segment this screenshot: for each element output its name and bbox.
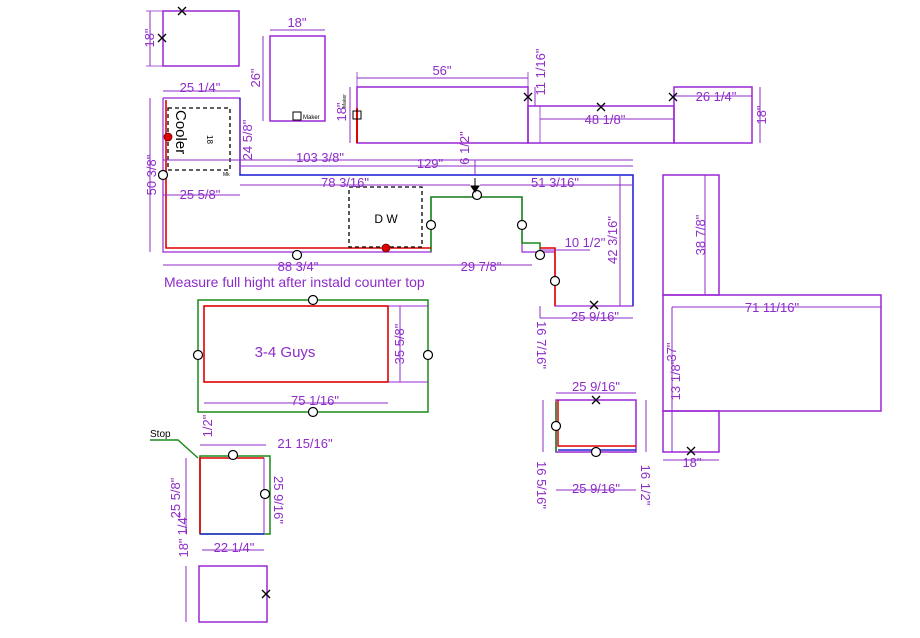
box-48-1-8: 48 1/8" <box>527 105 675 144</box>
dim-25-1-4: 25 1/4" <box>180 80 221 95</box>
dim-29-7-8: 29 7/8" <box>461 259 502 274</box>
dw-label: D W <box>374 212 398 226</box>
circle-marker-icon <box>550 420 602 458</box>
dim-75-1-16: 75 1/16" <box>291 393 339 408</box>
dim-18-small: 18" <box>334 102 349 121</box>
maker-icon-2 <box>352 110 362 120</box>
dim-26: 26" <box>248 68 263 87</box>
x-mark-icon <box>589 300 599 310</box>
maker-icon <box>292 111 302 121</box>
island: 35 5/8" 75 1/16" 3-4 Guys 1/2" <box>192 294 434 437</box>
dim-24-5-8: 24 5/8" <box>240 119 255 160</box>
dim-48-1-8: 48 1/8" <box>585 112 626 127</box>
circle-marker-icon <box>227 449 271 500</box>
dim-25-9-16-c: 25 9/16" <box>271 476 286 524</box>
maker-label-2: Maker <box>342 94 348 108</box>
dim-25-9-16-b: 25 9/16" <box>572 379 620 394</box>
box-56: 56" 18" Maker 11 1/16" <box>334 48 548 144</box>
dim-25-9-16-a: 25 9/16" <box>571 309 619 324</box>
stop-piece: Stop 21 15/16" 25 5/8" 1/4" 25 9/16" 22 … <box>150 429 333 555</box>
x-mark-icon <box>523 92 678 112</box>
box-26-1-4: 26 1/4" 18" <box>673 86 769 144</box>
dim-11-1-16: 11 1/16" <box>533 48 548 95</box>
dim-18-tl: 18" <box>142 28 157 47</box>
dim-50-3-8: 50 3/8" <box>144 154 159 195</box>
x-mark-icon <box>686 446 696 456</box>
dim-42-3-16: 42 3/16" <box>605 216 620 264</box>
dim-38-7-8: 38 7/8" <box>693 214 708 255</box>
cooler-label: Cooler <box>172 110 189 154</box>
dim-71-11-16: 71 11/16" <box>745 300 800 315</box>
stop-label: Stop <box>150 429 171 440</box>
dim-13-1-8: 13 1/8" <box>668 359 683 400</box>
dim-129: 129" <box>417 156 444 171</box>
dim-10-1-2: 10 1/2" <box>565 235 606 250</box>
circle-marker-icon <box>192 294 434 418</box>
dim-25-5-8: 25 5/8" <box>180 187 221 202</box>
dim-18-bottom: 18" <box>176 538 191 557</box>
dim-35-5-8: 35 5/8" <box>392 323 407 364</box>
dim-18-bottom-right: 18" <box>682 455 701 470</box>
dim-16-1-2: 16 1/2" <box>638 465 653 506</box>
dim-22-1-4: 22 1/4" <box>214 540 255 555</box>
dim-78-3-16: 78 3/16" <box>321 175 369 190</box>
circle-marker-icon <box>157 169 561 287</box>
dim-1-2: 1/2" <box>200 414 215 437</box>
dim-103-3-8: 103 3/8" <box>296 150 344 165</box>
x-mark-icon <box>261 589 271 599</box>
dim-51-3-16: 51 3/16" <box>531 175 579 190</box>
small-piece: 25 9/16" 16 5/16" 16 1/2" 25 9/16" <box>534 379 653 509</box>
right-t-piece: 38 7/8" 71 11/16" 13 1/8" 37" 18" <box>662 174 882 470</box>
note-measure: Measure full hight after instald counter… <box>164 274 425 290</box>
main-counter-dimensions <box>149 90 633 319</box>
cooler-sub: 18 <box>205 135 214 144</box>
x-mark-icon <box>157 6 187 43</box>
x-mark-icon <box>591 395 601 405</box>
mk-small: Mk <box>223 172 230 178</box>
dim-1-4: 1/4" <box>175 512 190 535</box>
main-counter-dim-text: 25 1/4" 24 5/8" 103 3/8" 129" 6 1/2" 50 … <box>144 80 620 369</box>
box-18x26: 18" 26" Maker <box>248 15 326 122</box>
dim-25-5-8-b: 25 5/8" <box>168 477 183 518</box>
dim-56: 56" <box>432 63 451 78</box>
island-label: 3-4 Guys <box>255 344 316 361</box>
dim-21-15-16: 21 15/16" <box>277 436 333 451</box>
dim-26-1-4: 26 1/4" <box>696 89 737 104</box>
dim-6-1-2: 6 1/2" <box>457 131 472 165</box>
stop-arrow-icon <box>470 178 480 193</box>
dim-25-9-16-d: 25 9/16" <box>572 481 620 496</box>
red-dot-icon <box>163 132 391 253</box>
box-bottom: 18" <box>176 538 271 623</box>
dim-18-top: 18" <box>287 15 306 30</box>
dim-16-7-16: 16 7/16" <box>534 321 549 369</box>
dim-37: 37" <box>664 342 679 361</box>
maker-label: Maker <box>303 115 320 121</box>
dim-88-3-4: 88 3/4" <box>278 259 319 274</box>
box-top-left: 18" <box>142 6 240 67</box>
dim-18-right: 18" <box>754 105 769 124</box>
dim-16-5-16: 16 5/16" <box>534 461 549 509</box>
